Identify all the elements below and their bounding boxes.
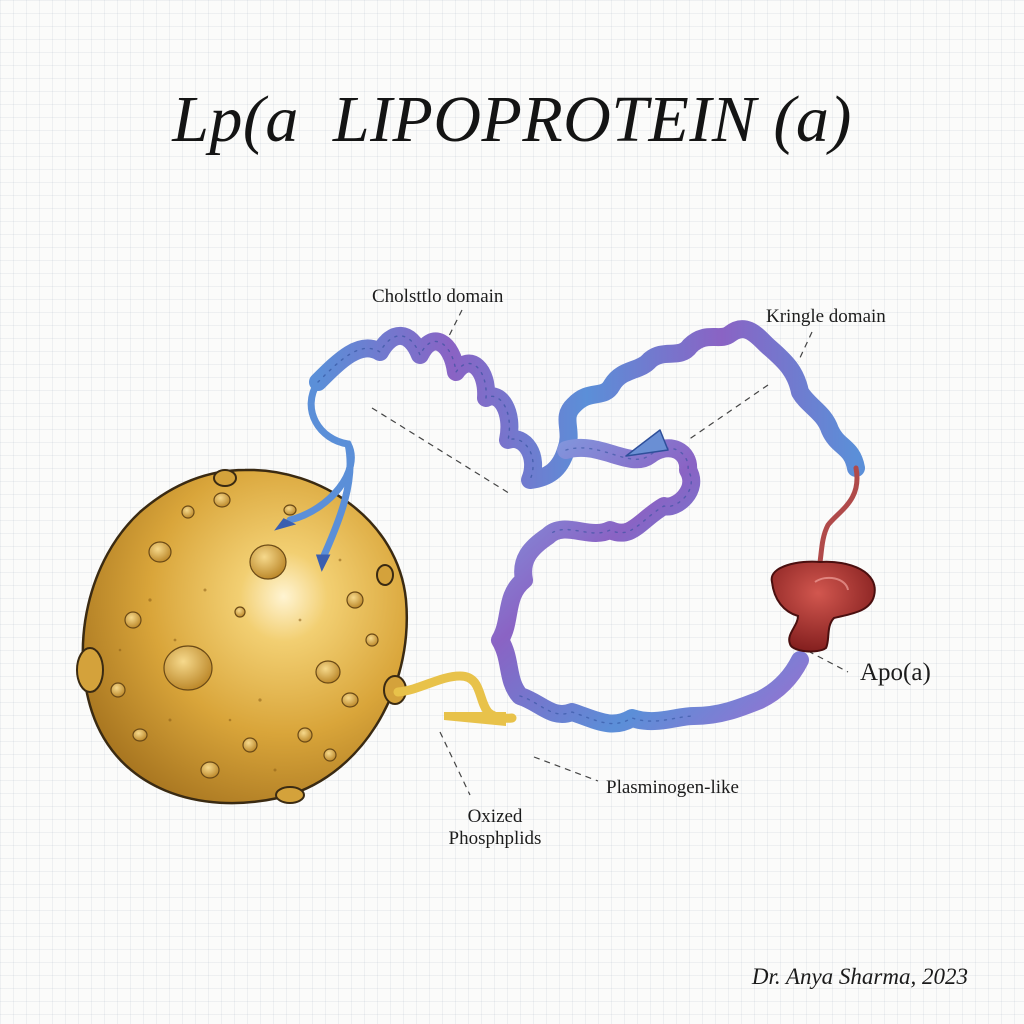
author-signature: Dr. Anya Sharma, 2023 — [751, 964, 968, 989]
label-kringle-domain: Kringle domain — [766, 306, 886, 327]
label-plasminogen-like: Plasminogen-like — [606, 777, 739, 798]
apo-a-protein-icon — [770, 560, 876, 653]
protein-ribbon-icon — [309, 320, 865, 733]
anchor-strands — [274, 378, 355, 572]
label-apo-a: Apo(a) — [860, 659, 931, 686]
leader-lines — [371, 309, 849, 796]
label-oxized-phospholipids: Oxized Phosphplids — [440, 806, 550, 850]
lipid-particle-icon — [76, 468, 409, 805]
diagram-title: Lp(a LIPOPROTEIN (a) — [172, 83, 852, 156]
phospholipid-tail-icon — [393, 671, 517, 726]
label-oxized-line2: Phosphplids — [448, 828, 542, 849]
label-cholesterol-domain: Cholsttlo domain — [372, 286, 504, 307]
label-oxized-line1: Oxized — [467, 806, 523, 827]
